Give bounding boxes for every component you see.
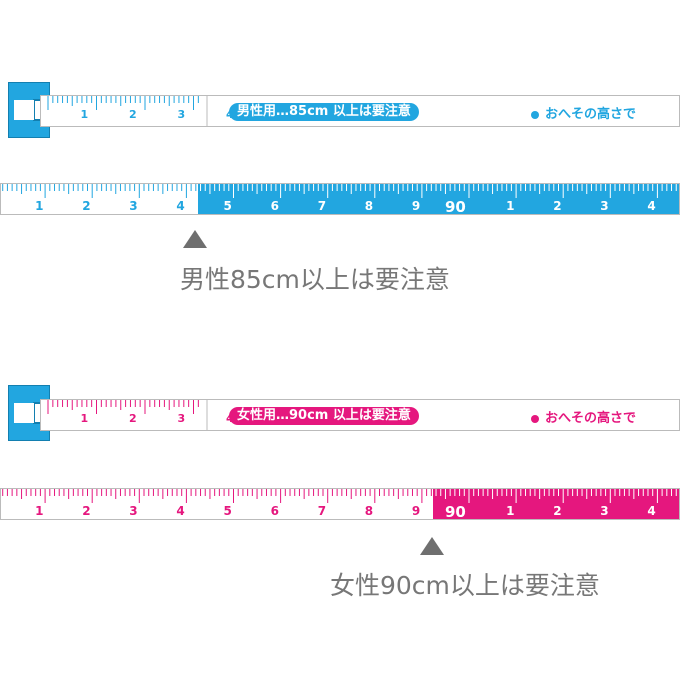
short-tape-men: 1 2 3 4 男性用…85cm 以上は要注意 おへその高さで bbox=[40, 95, 680, 127]
tape-number: 3 bbox=[177, 108, 186, 121]
tape-number: 1 bbox=[506, 504, 515, 518]
tape-number: 7 bbox=[317, 199, 327, 213]
bullet-dot-icon bbox=[531, 110, 539, 119]
tape-number: 2 bbox=[82, 504, 91, 518]
navel-note-men: おへその高さで bbox=[531, 103, 636, 122]
long-tape-ticks bbox=[2, 489, 677, 503]
tape-number: 3 bbox=[177, 412, 186, 425]
tape-number: 4 bbox=[176, 504, 185, 518]
tape-number: 9 bbox=[411, 199, 421, 213]
tape-number: 5 bbox=[223, 199, 232, 213]
tape-number: 3 bbox=[129, 199, 138, 213]
up-triangle-icon bbox=[183, 230, 207, 248]
tape-number: 2 bbox=[553, 199, 562, 213]
long-tape-women: 1234567899012345 bbox=[0, 488, 680, 520]
tape-number: 90 bbox=[445, 503, 466, 520]
tape-number: 9 bbox=[411, 504, 421, 518]
tape-number: 4 bbox=[647, 199, 656, 213]
long-tape-men: 1234567899012345 bbox=[0, 183, 680, 215]
tape-number: 1 bbox=[80, 412, 89, 425]
tape-number: 1 bbox=[80, 108, 89, 121]
tape-number: 8 bbox=[364, 199, 374, 213]
tape-number: 8 bbox=[364, 504, 374, 518]
tape-number: 5 bbox=[223, 504, 232, 518]
tape-number: 6 bbox=[270, 199, 279, 213]
tape-number: 4 bbox=[176, 199, 185, 213]
tape-number: 3 bbox=[600, 199, 609, 213]
tape-number: 2 bbox=[82, 199, 91, 213]
tape-number: 4 bbox=[647, 504, 656, 518]
short-tape-ticks bbox=[47, 96, 208, 126]
short-tape-women: 1 2 3 4 女性用…90cm 以上は要注意 おへその高さで bbox=[40, 399, 680, 431]
tape-number: 2 bbox=[553, 504, 562, 518]
highlight-segment-men bbox=[198, 184, 679, 214]
tape-hook-men bbox=[7, 81, 51, 139]
tape-number: 3 bbox=[129, 504, 138, 518]
tape-number: 6 bbox=[270, 504, 279, 518]
long-tape-ticks bbox=[2, 184, 677, 198]
navel-note-women: おへその高さで bbox=[531, 407, 636, 426]
tape-number: 2 bbox=[129, 108, 137, 121]
tape-number: 1 bbox=[35, 199, 44, 213]
up-triangle-icon bbox=[420, 537, 444, 555]
tape-number: 1 bbox=[506, 199, 515, 213]
bullet-dot-icon bbox=[531, 414, 539, 423]
tape-number: 1 bbox=[35, 504, 44, 518]
tape-number: 7 bbox=[317, 504, 327, 518]
warning-label-women: 女性用…90cm 以上は要注意 bbox=[229, 407, 419, 425]
tape-number: 2 bbox=[129, 412, 137, 425]
short-tape-ticks bbox=[47, 400, 208, 430]
caption-women: 女性90cm以上は要注意 bbox=[330, 571, 600, 600]
warning-label-men: 男性用…85cm 以上は要注意 bbox=[229, 103, 419, 121]
tape-number: 3 bbox=[600, 504, 609, 518]
caption-men: 男性85cm以上は要注意 bbox=[180, 265, 450, 294]
tape-number: 90 bbox=[445, 198, 466, 215]
